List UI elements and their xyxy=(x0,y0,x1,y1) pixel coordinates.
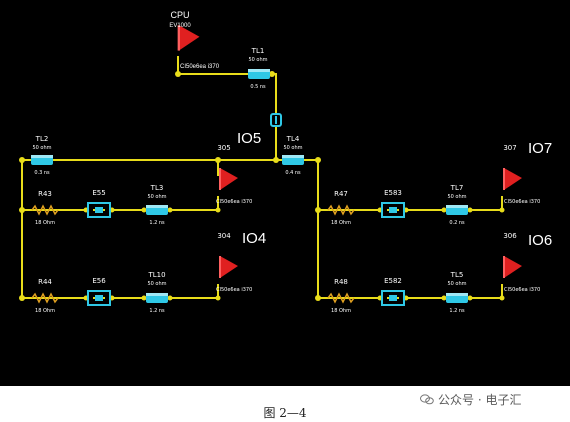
tl1-impedance: 50 ohm xyxy=(248,57,267,63)
connector-via xyxy=(270,113,282,127)
e55-name: E55 xyxy=(92,189,105,197)
tl4-name: TL4 xyxy=(286,135,300,143)
u306-model: CI50e6ea i370 xyxy=(504,287,540,293)
u307: 307 CI50e6ea i370 xyxy=(503,144,540,205)
tl1-delay: 0.5 ns xyxy=(250,84,266,90)
io4-label: IO4 xyxy=(242,230,267,247)
u307-name: 307 xyxy=(503,144,516,152)
resistors xyxy=(31,204,355,304)
u304: 304 CI50e6ea i370 xyxy=(216,232,252,293)
e55: E55 xyxy=(87,189,111,218)
tl2-name: TL2 xyxy=(35,135,49,143)
r48-value: 18 Ohm xyxy=(331,308,351,314)
io6-label: IO6 xyxy=(528,232,553,249)
e56: E56 xyxy=(87,277,111,306)
e56-name: E56 xyxy=(92,277,106,285)
cpu-driver: CPU EV1000 CI50e6ea i370 xyxy=(169,10,219,70)
wechat-icon xyxy=(420,394,434,405)
tl5-delay: 1.2 ns xyxy=(449,308,465,314)
tl2-delay: 0.3 ns xyxy=(34,170,50,176)
tl5-impedance: 50 ohm xyxy=(447,281,466,287)
junction-dots xyxy=(19,71,505,301)
e582-name: E582 xyxy=(384,277,402,285)
tl2-impedance: 50 ohm xyxy=(32,145,51,151)
tl3-delay: 1.2 ns xyxy=(149,220,165,226)
tl5: TL5 50 ohm 1.2 ns xyxy=(446,271,468,314)
r44-name: R44 xyxy=(38,278,52,286)
u305-model: CI50e6ea i370 xyxy=(216,199,252,205)
r47-value: 18 Ohm xyxy=(331,220,351,226)
cpu-title: CPU xyxy=(170,10,189,20)
u306-name: 306 xyxy=(503,232,517,240)
tl3: TL3 50 ohm 1.2 ns xyxy=(146,184,168,226)
tl2: TL2 50 ohm 0.3 ns xyxy=(31,135,53,176)
tl1-name: TL1 xyxy=(251,47,265,55)
io7-label: IO7 xyxy=(528,140,553,157)
figure-caption: 图 2—4 xyxy=(263,406,307,420)
e582: E582 xyxy=(381,277,405,306)
tl5-name: TL5 xyxy=(450,271,464,279)
watermark-text: 公众号 · 电子汇 xyxy=(438,393,522,407)
r43-name: R43 xyxy=(38,190,52,198)
tl7: TL7 50 ohm 0.2 ns xyxy=(446,184,468,226)
tl10: TL10 50 ohm 1.2 ns xyxy=(146,271,168,314)
tl4-delay: 0.4 ns xyxy=(285,170,301,176)
io5-label: IO5 xyxy=(237,130,262,147)
e583: E583 xyxy=(381,189,405,218)
tl4-impedance: 50 ohm xyxy=(283,145,302,151)
tl1: TL1 50 ohm 0.5 ns xyxy=(248,47,270,90)
wire-network xyxy=(21,56,503,299)
u305: 305 CI50e6ea i370 xyxy=(216,144,252,205)
tl10-delay: 1.2 ns xyxy=(149,308,165,314)
tl7-delay: 0.2 ns xyxy=(449,220,465,226)
tl3-name: TL3 xyxy=(150,184,164,192)
r43-value: 18 Ohm xyxy=(35,220,55,226)
tl7-impedance: 50 ohm xyxy=(447,194,466,200)
tl10-name: TL10 xyxy=(147,271,165,279)
u307-model: CI50e6ea i370 xyxy=(504,199,540,205)
e583-name: E583 xyxy=(384,189,402,197)
tl7-name: TL7 xyxy=(450,184,464,192)
u305-name: 305 xyxy=(217,144,230,152)
r44-value: 18 Ohm xyxy=(35,308,55,314)
tl4: TL4 50 ohm 0.4 ns xyxy=(282,135,304,176)
cpu-model: CI50e6ea i370 xyxy=(180,64,220,70)
schematic-diagram: CPU EV1000 CI50e6ea i370 TL1 50 ohm 0.5 … xyxy=(0,0,570,386)
u304-model: CI50e6ea i370 xyxy=(216,287,252,293)
tl3-impedance: 50 ohm xyxy=(147,194,166,200)
resistor-labels: R43 18 Ohm R44 18 Ohm R47 18 Ohm R48 18 … xyxy=(35,190,351,314)
watermark: 公众号 · 电子汇 xyxy=(420,391,521,408)
tl10-impedance: 50 ohm xyxy=(147,281,166,287)
u304-name: 304 xyxy=(217,232,231,240)
u306: 306 CI50e6ea i370 xyxy=(503,232,540,293)
r47-name: R47 xyxy=(334,190,348,198)
r48-name: R48 xyxy=(334,278,348,286)
cpu-part: EV1000 xyxy=(169,23,191,29)
